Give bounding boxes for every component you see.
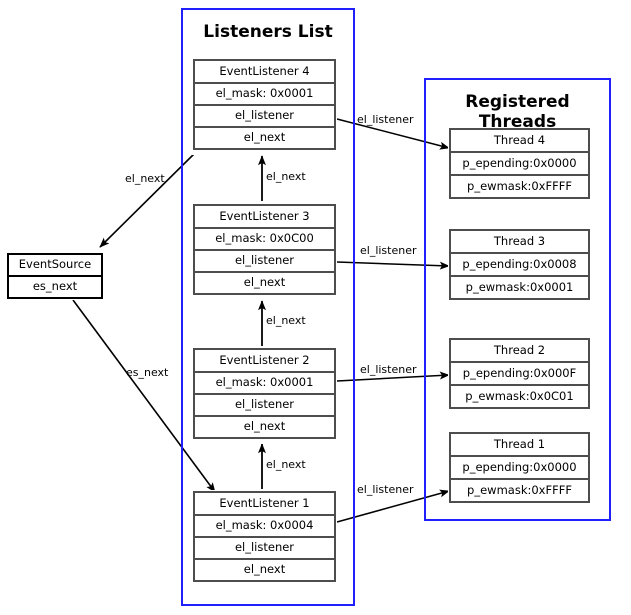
panel-registered-threads-title: Registered Threads xyxy=(465,92,570,132)
eventlistener-3-field-el-listener: el_listener xyxy=(193,249,336,273)
eventlistener-2-field-el-next: el_next xyxy=(193,415,336,439)
eventlistener-1-field-el-mask: el_mask: 0x0004 xyxy=(193,514,336,538)
edge-label-el3-to-el4: el_next xyxy=(266,170,306,183)
thread-4-name: Thread 4 xyxy=(449,128,590,153)
panel-listeners-list: Listeners List xyxy=(181,8,355,606)
thread-2-field-p-ewmask: p_ewmask:0x0C01 xyxy=(449,384,590,409)
struct-eventlistener-4: EventListener 4 el_mask: 0x0001 el_liste… xyxy=(192,58,337,155)
thread-1-name: Thread 1 xyxy=(449,432,590,457)
thread-3-field-p-ewmask: p_ewmask:0x0001 xyxy=(449,275,590,300)
struct-thread-3: Thread 3 p_epending:0x0008 p_ewmask:0x00… xyxy=(448,228,591,303)
eventlistener-3-field-el-mask: el_mask: 0x0C00 xyxy=(193,227,336,251)
thread-4-field-p-ewmask: p_ewmask:0xFFFF xyxy=(449,174,590,199)
eventlistener-1-field-el-next: el_next xyxy=(193,558,336,582)
struct-eventsource: EventSource es_next xyxy=(6,252,104,300)
struct-thread-4: Thread 4 p_epending:0x0000 p_ewmask:0xFF… xyxy=(448,127,591,202)
edge-label-eventsource-to-el1: es_next xyxy=(126,366,169,379)
edge-label-el2-to-el3: el_next xyxy=(266,314,306,327)
eventlistener-4-field-el-listener: el_listener xyxy=(193,104,336,128)
eventlistener-3-field-el-next: el_next xyxy=(193,271,336,295)
struct-eventlistener-3: EventListener 3 el_mask: 0x0C00 el_liste… xyxy=(192,203,337,300)
edge-label-el1-to-el2: el_next xyxy=(266,458,306,471)
eventlistener-1-name: EventListener 1 xyxy=(193,491,336,516)
struct-thread-2: Thread 2 p_epending:0x000F p_ewmask:0x0C… xyxy=(448,337,591,412)
eventsource-name: EventSource xyxy=(7,253,103,277)
struct-eventlistener-1: EventListener 1 el_mask: 0x0004 el_liste… xyxy=(192,490,337,587)
edge-label-el4-to-thread4: el_listener xyxy=(357,113,414,126)
eventlistener-2-name: EventListener 2 xyxy=(193,348,336,373)
eventlistener-3-name: EventListener 3 xyxy=(193,204,336,229)
thread-2-name: Thread 2 xyxy=(449,338,590,363)
edge-label-el2-to-thread2: el_listener xyxy=(360,363,417,376)
edge-label-el4-to-eventsource: el_next xyxy=(125,172,165,185)
eventsource-field-es-next: es_next xyxy=(7,275,103,299)
thread-3-field-p-epending: p_epending:0x0008 xyxy=(449,252,590,277)
thread-3-name: Thread 3 xyxy=(449,229,590,254)
eventlistener-2-field-el-listener: el_listener xyxy=(193,393,336,417)
panel-listeners-list-title: Listeners List xyxy=(203,22,333,42)
edge-label-el3-to-thread3: el_listener xyxy=(360,244,417,257)
thread-2-field-p-epending: p_epending:0x000F xyxy=(449,361,590,386)
eventlistener-1-field-el-listener: el_listener xyxy=(193,536,336,560)
eventlistener-2-field-el-mask: el_mask: 0x0001 xyxy=(193,371,336,395)
struct-thread-1: Thread 1 p_epending:0x0000 p_ewmask:0xFF… xyxy=(448,431,591,506)
struct-eventlistener-2: EventListener 2 el_mask: 0x0001 el_liste… xyxy=(192,347,337,444)
thread-1-field-p-ewmask: p_ewmask:0xFFFF xyxy=(449,478,590,503)
eventlistener-4-name: EventListener 4 xyxy=(193,59,336,84)
eventlistener-4-field-el-next: el_next xyxy=(193,126,336,150)
thread-4-field-p-epending: p_epending:0x0000 xyxy=(449,151,590,176)
edge-label-el1-to-thread1: el_listener xyxy=(357,483,414,496)
eventlistener-4-field-el-mask: el_mask: 0x0001 xyxy=(193,82,336,106)
thread-1-field-p-epending: p_epending:0x0000 xyxy=(449,455,590,480)
